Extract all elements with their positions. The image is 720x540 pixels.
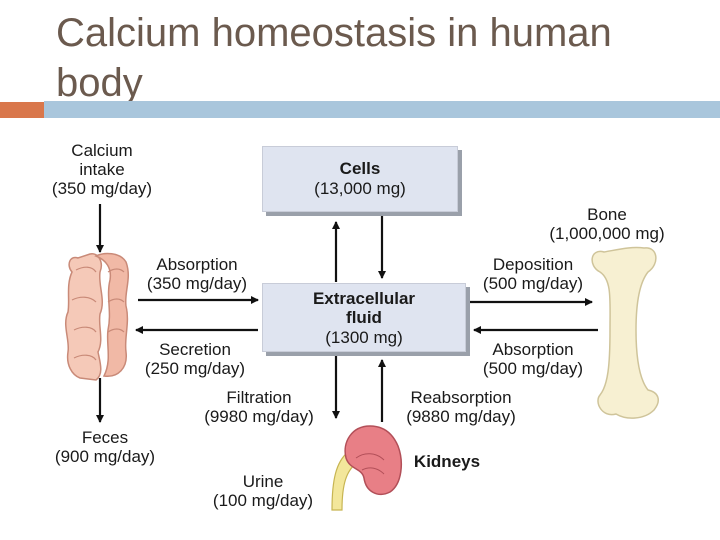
feces-amount: (900 mg/day) — [54, 447, 156, 466]
bone-amount: (1,000,000 mg) — [549, 224, 665, 243]
gut-absorption-name: Absorption — [156, 255, 238, 274]
deposition-amount: (500 mg/day) — [482, 274, 584, 293]
urine-amount: (100 mg/day) — [212, 491, 314, 510]
urine-label: Urine (100 mg/day) — [196, 472, 330, 510]
kidneys-label: Kidneys — [413, 452, 481, 471]
flow-arrows — [96, 204, 598, 423]
slide-title: Calcium homeostasis in human body — [56, 11, 612, 105]
secretion-amount: (250 mg/day) — [144, 359, 246, 378]
gut-absorption-amount: (350 mg/day) — [146, 274, 248, 293]
filtration-amount: (9980 mg/day) — [204, 407, 314, 426]
bone-absorption-name: Absorption — [492, 340, 574, 359]
reabsorption-name: Reabsorption — [410, 388, 512, 407]
bone-illustration — [591, 246, 659, 419]
gut-absorption-label: Absorption (350 mg/day) — [132, 255, 262, 293]
deposition-name: Deposition — [492, 255, 574, 274]
filtration-name: Filtration — [226, 388, 292, 407]
ecf-label-line2: fluid — [346, 308, 382, 327]
intestine-illustration — [65, 252, 129, 381]
kidney-illustration — [331, 425, 403, 511]
calcium-intake-line2: intake — [79, 160, 125, 179]
cells-amount: (13,000 mg) — [314, 179, 406, 198]
cells-box: Cells (13,000 mg) — [262, 146, 458, 212]
reabsorption-amount: (9880 mg/day) — [406, 407, 516, 426]
reabsorption-label: Reabsorption (9880 mg/day) — [390, 388, 532, 426]
ecf-label-line1: Extracellular — [312, 289, 416, 308]
deposition-label: Deposition (500 mg/day) — [466, 255, 600, 293]
extracellular-fluid-box: Extracellular fluid (1300 mg) — [262, 283, 466, 352]
ecf-amount: (1300 mg) — [325, 328, 403, 347]
bone-name: Bone — [587, 205, 627, 224]
title-accent-bar-orange — [0, 102, 44, 118]
calcium-intake-amount: (350 mg/day) — [51, 179, 153, 198]
feces-name: Feces — [81, 428, 129, 447]
urine-name: Urine — [242, 472, 284, 491]
feces-label: Feces (900 mg/day) — [38, 428, 172, 466]
filtration-label: Filtration (9980 mg/day) — [188, 388, 330, 426]
bone-label: Bone (1,000,000 mg) — [530, 205, 684, 243]
title-underline-bar — [44, 101, 720, 118]
calcium-intake-label: Calcium intake (350 mg/day) — [36, 141, 168, 198]
cells-label: Cells — [339, 159, 381, 178]
calcium-intake-line1: Calcium — [71, 141, 133, 160]
secretion-label: Secretion (250 mg/day) — [130, 340, 260, 378]
secretion-name: Secretion — [159, 340, 231, 359]
bone-absorption-label: Absorption (500 mg/day) — [466, 340, 600, 378]
bone-absorption-amount: (500 mg/day) — [482, 359, 584, 378]
